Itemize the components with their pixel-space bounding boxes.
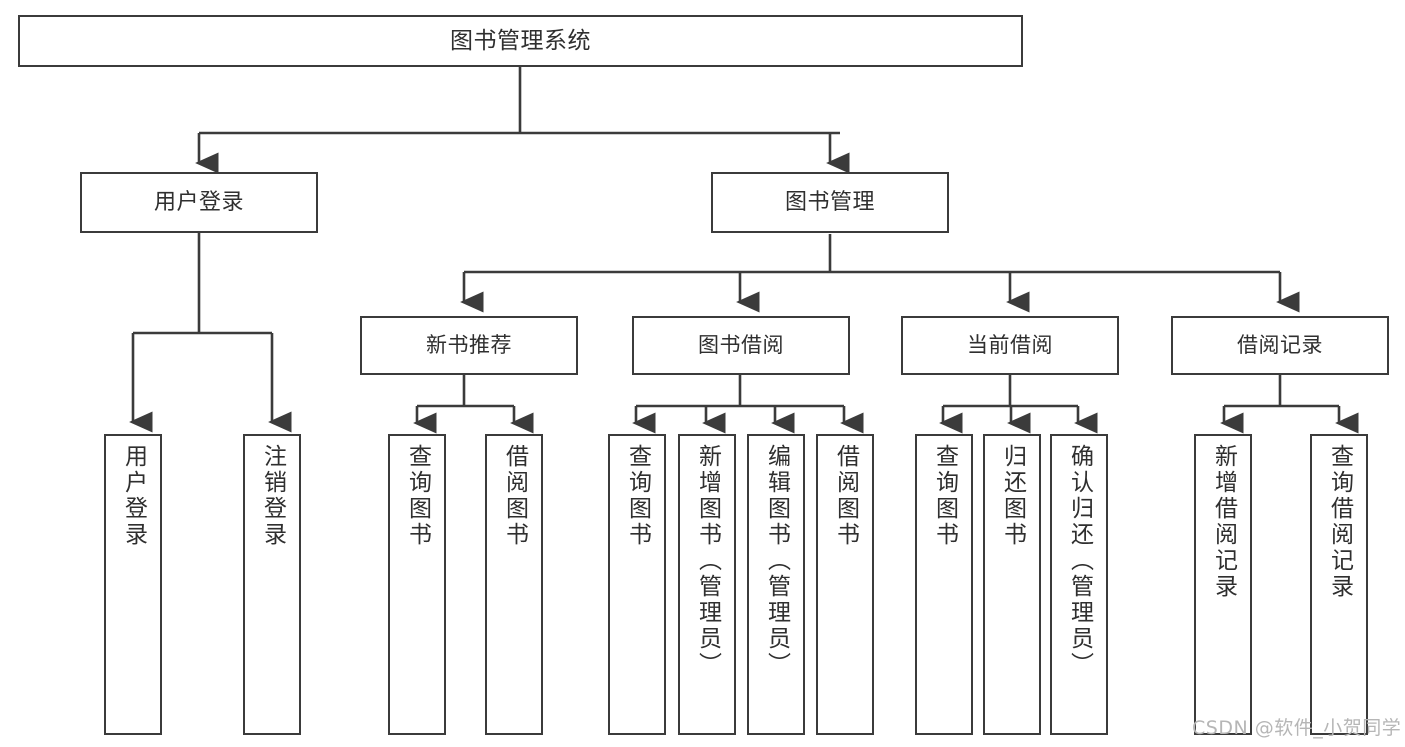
node-label: 查询图书 bbox=[404, 444, 431, 548]
node-label: 查询借阅记录 bbox=[1326, 444, 1353, 600]
node-label: 新增借阅记录 bbox=[1210, 444, 1237, 600]
leaf-borrow-record-query[interactable]: 查询借阅记录 bbox=[1310, 434, 1368, 735]
leaf-new-book-query[interactable]: 查询图书 bbox=[388, 434, 446, 735]
node-label: 归还图书 bbox=[999, 444, 1026, 548]
leaf-book-borrow-query[interactable]: 查询图书 bbox=[608, 434, 666, 735]
node-label: 编辑图书（管理员） bbox=[763, 444, 790, 678]
node-label: 借阅图书 bbox=[501, 444, 528, 548]
leaf-book-borrow-add[interactable]: 新增图书（管理员） bbox=[678, 434, 736, 735]
node-book-borrow[interactable]: 图书借阅 bbox=[632, 316, 850, 375]
node-label: 确认归还（管理员） bbox=[1066, 444, 1093, 678]
leaf-user-login-logout[interactable]: 注销登录 bbox=[243, 434, 301, 735]
node-current-borrow[interactable]: 当前借阅 bbox=[901, 316, 1119, 375]
node-label: 新增图书（管理员） bbox=[694, 444, 721, 678]
node-root-system[interactable]: 图书管理系统 bbox=[18, 15, 1023, 67]
leaf-new-book-borrow[interactable]: 借阅图书 bbox=[485, 434, 543, 735]
node-label: 注销登录 bbox=[259, 444, 286, 548]
node-label: 借阅记录 bbox=[1237, 333, 1323, 358]
node-label: 图书管理系统 bbox=[450, 27, 591, 54]
node-label: 查询图书 bbox=[931, 444, 958, 548]
leaf-book-borrow-borrow[interactable]: 借阅图书 bbox=[816, 434, 874, 735]
node-new-book-recommend[interactable]: 新书推荐 bbox=[360, 316, 578, 375]
node-label: 用户登录 bbox=[120, 444, 147, 548]
leaf-book-borrow-edit[interactable]: 编辑图书（管理员） bbox=[747, 434, 805, 735]
node-label: 查询图书 bbox=[624, 444, 651, 548]
watermark-csdn: CSDN @软件_小贺同学 bbox=[1192, 717, 1402, 739]
node-label: 借阅图书 bbox=[832, 444, 859, 548]
node-label: 用户登录 bbox=[153, 189, 244, 215]
node-label: 图书管理 bbox=[784, 189, 875, 215]
node-label: 新书推荐 bbox=[426, 333, 512, 358]
leaf-current-borrow-confirm-return[interactable]: 确认归还（管理员） bbox=[1050, 434, 1108, 735]
leaf-current-borrow-query[interactable]: 查询图书 bbox=[915, 434, 973, 735]
node-book-management[interactable]: 图书管理 bbox=[711, 172, 949, 233]
node-user-login[interactable]: 用户登录 bbox=[80, 172, 318, 233]
leaf-user-login-login[interactable]: 用户登录 bbox=[104, 434, 162, 735]
node-borrow-record[interactable]: 借阅记录 bbox=[1171, 316, 1389, 375]
node-label: 当前借阅 bbox=[967, 333, 1053, 358]
leaf-borrow-record-add[interactable]: 新增借阅记录 bbox=[1194, 434, 1252, 735]
node-label: 图书借阅 bbox=[698, 333, 784, 358]
leaf-current-borrow-return[interactable]: 归还图书 bbox=[983, 434, 1041, 735]
